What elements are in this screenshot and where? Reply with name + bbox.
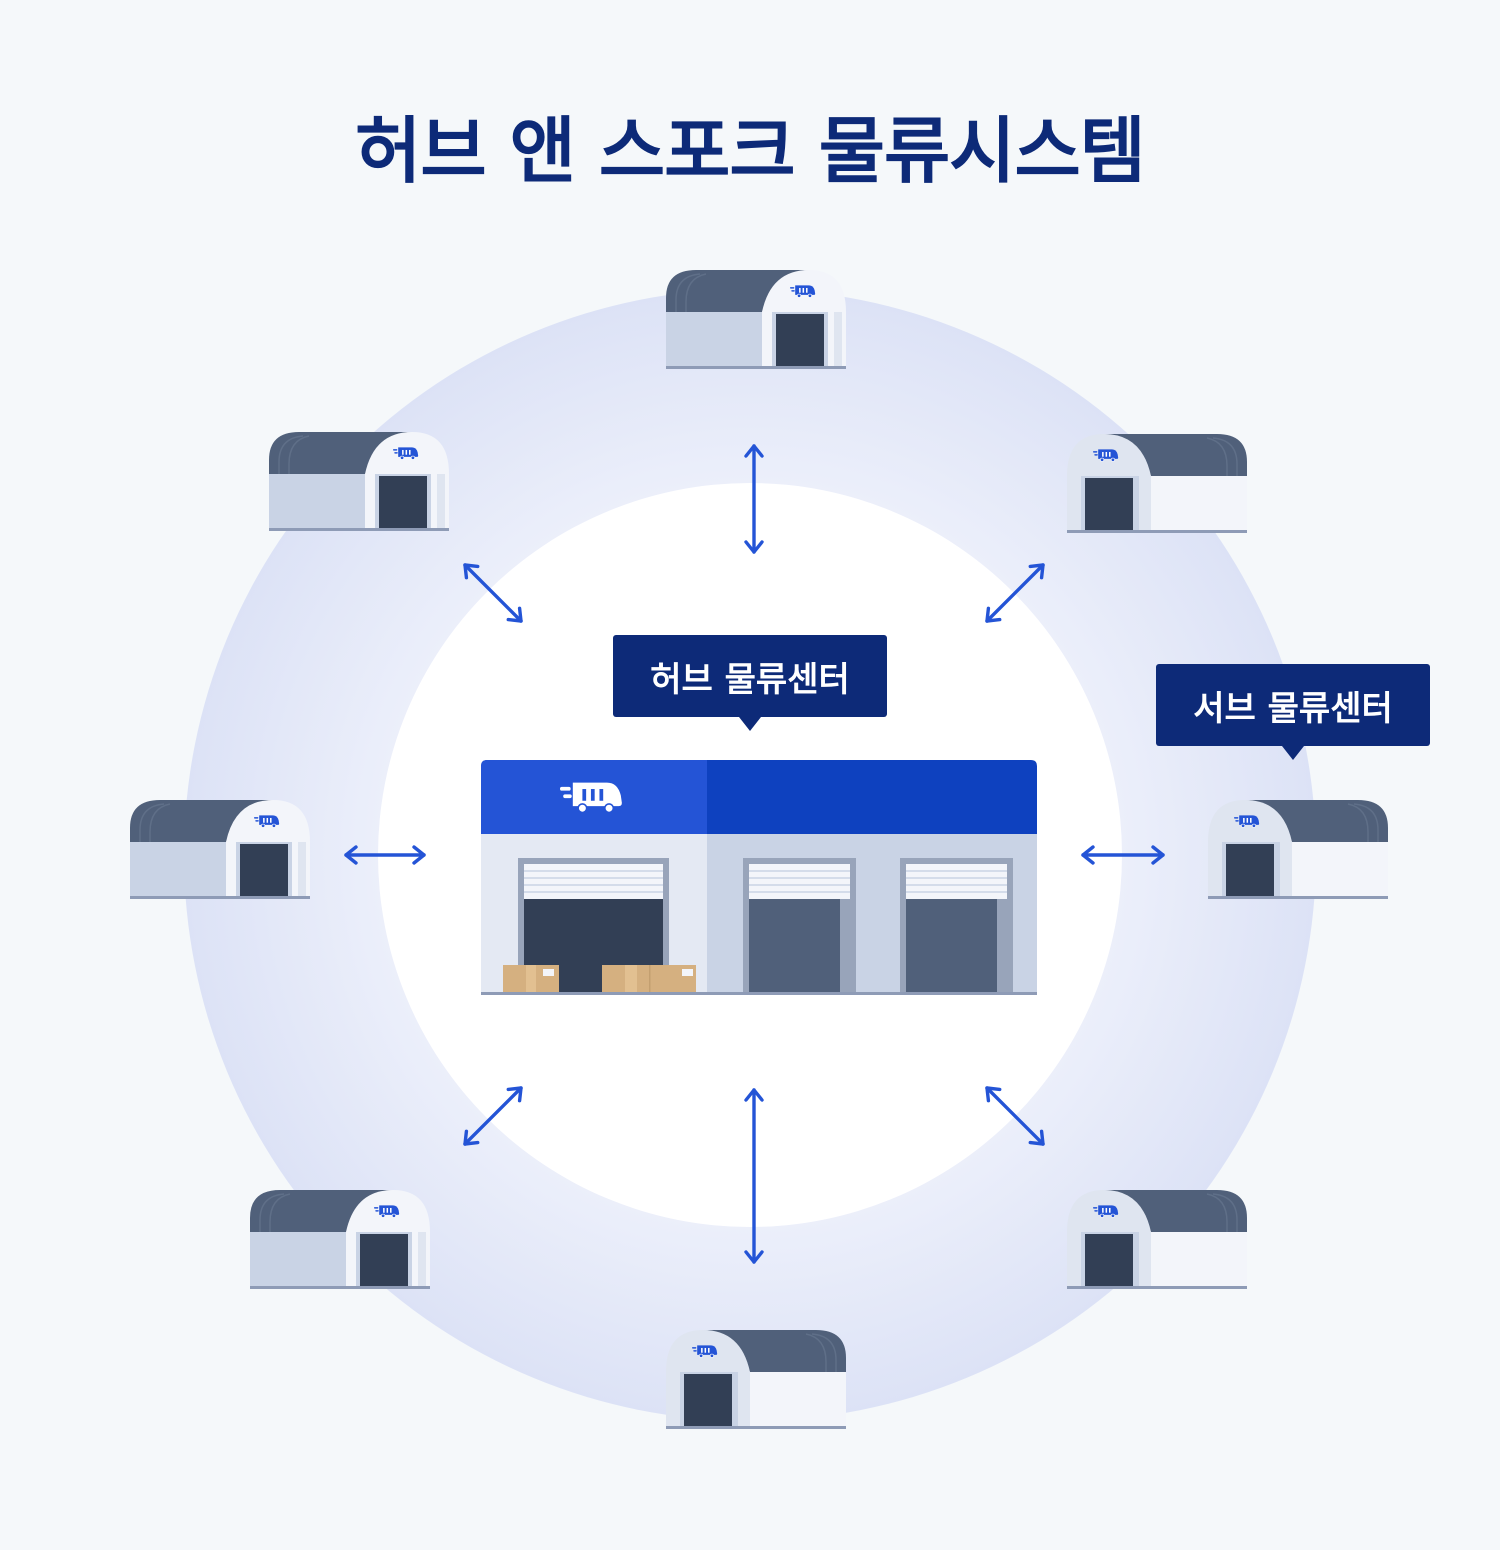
warehouse-icon-top-right [1067, 434, 1247, 533]
spoke-callout-label: 서브 물류센터 [1156, 664, 1430, 760]
arrow-bottom-right [985, 1086, 1045, 1146]
page-title: 허브 앤 스포크 물류시스템 [355, 109, 1146, 193]
warehouse-icon-left [130, 800, 310, 899]
cardboard-box-icon [503, 965, 559, 993]
warehouse-icon-top [666, 270, 846, 369]
warehouse-icon-bottom [666, 1330, 846, 1429]
warehouse-icon-bottom-left [250, 1190, 430, 1289]
warehouse-icon-top-left [269, 432, 449, 531]
cardboard-box-icon [602, 965, 696, 993]
arrow-top-right [985, 563, 1045, 623]
arrow-top-left [463, 563, 523, 623]
arrow-bottom-left [463, 1086, 523, 1146]
warehouse-icon-bottom-right [1067, 1190, 1247, 1289]
hub-callout-label: 허브 물류센터 [613, 635, 887, 731]
warehouse-icon-right [1208, 800, 1388, 899]
hub-building [481, 760, 1037, 995]
